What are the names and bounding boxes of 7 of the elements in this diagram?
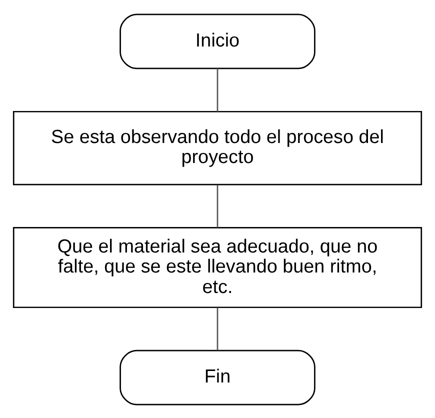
node-box: Se esta observando todo el proceso del proyecto <box>12 110 422 185</box>
connector <box>216 307 218 350</box>
connector <box>216 184 218 227</box>
node-box: Fin <box>120 349 316 405</box>
connector <box>216 68 218 111</box>
node-box: Que el material sea adecuado, que no falte, que se este llevando buen ritmo, etc. <box>12 226 422 308</box>
node-box: Inicio <box>120 13 316 69</box>
